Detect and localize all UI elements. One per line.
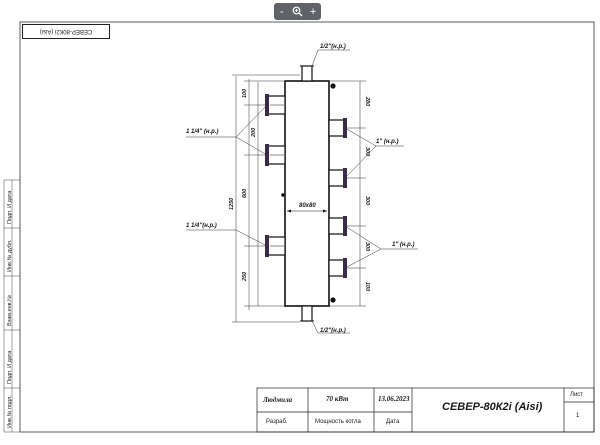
right-ports bbox=[328, 118, 347, 278]
zoom-toolbar: - + bbox=[274, 3, 321, 20]
dim-left-600: 600 bbox=[242, 188, 248, 198]
dim-right-300b: 300 bbox=[364, 196, 370, 206]
top-outlet-label: 1/2"(н.р.) bbox=[320, 44, 346, 50]
dim-left-200: 200 bbox=[251, 127, 257, 137]
sheet-number: 1 bbox=[576, 413, 580, 419]
power-label: Мощность котла bbox=[315, 419, 361, 425]
side-label-original-inv: Инв.№ подл. bbox=[7, 395, 13, 428]
sheet-label: Лист bbox=[570, 392, 584, 398]
dim-left-1250: 1250 bbox=[229, 197, 235, 210]
left-ports bbox=[265, 94, 286, 257]
power-value: 70 кВт bbox=[326, 395, 349, 403]
bottom-outlet-label: 1/2"(н.р.) bbox=[320, 328, 346, 334]
developer-name: Людмила bbox=[263, 396, 293, 404]
right-ports-upper-label: 1" (н.р.) bbox=[376, 139, 399, 145]
right-ports-lower-label: 1" (н.р.) bbox=[392, 242, 415, 248]
developed-label: Разраб. bbox=[266, 419, 288, 425]
side-label-signature-date-1: Подп. И дата bbox=[7, 190, 13, 224]
dim-left-250: 250 bbox=[242, 271, 248, 281]
left-ports-lower-label: 1 1/4"(н.р.) bbox=[186, 223, 217, 229]
dim-right-300a: 300 bbox=[364, 147, 370, 157]
dim-right-100: 100 bbox=[364, 282, 370, 292]
drawing-title: СЕВЕР-80К2i (Aisi) bbox=[442, 401, 543, 413]
date-value: 13.06.2023 bbox=[378, 395, 410, 403]
zoom-out-button[interactable]: - bbox=[279, 5, 284, 18]
side-label-signature-date-2: Подп. И дата bbox=[7, 350, 13, 384]
section-label: 80x80 bbox=[299, 203, 316, 209]
zoom-in-magnifier-icon[interactable] bbox=[290, 5, 304, 19]
rotated-stamp: СЕВЕР-80К2i (Aisi) bbox=[22, 24, 110, 39]
zoom-plus-button[interactable]: + bbox=[309, 5, 317, 18]
left-ports-upper-label: 1 1/4" (н.р.) bbox=[186, 129, 219, 135]
dim-right-300c: 300 bbox=[364, 242, 370, 252]
dim-left-100: 100 bbox=[242, 88, 248, 98]
date-label: Дата bbox=[386, 419, 400, 425]
dim-right-280: 280 bbox=[364, 97, 370, 107]
side-label-replace-inv: Взам.инв.№ bbox=[7, 294, 13, 326]
side-label-duplicate-inv: Инв.№ дубл. bbox=[7, 239, 13, 272]
